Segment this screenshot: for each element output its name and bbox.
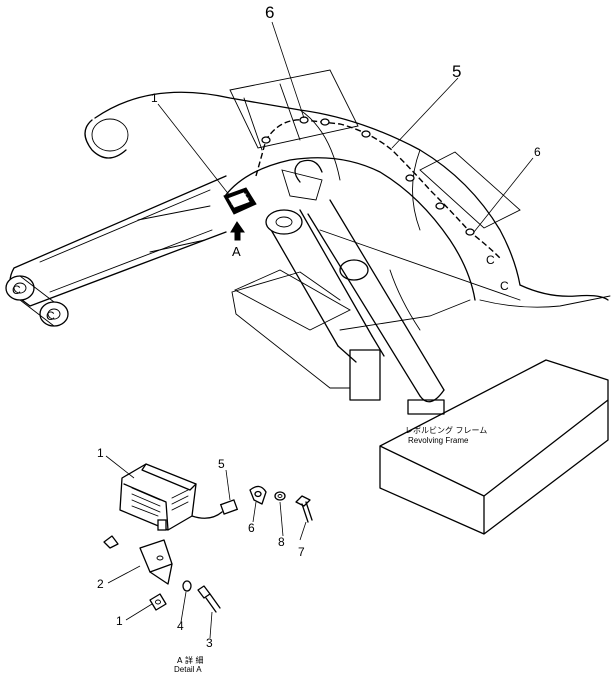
callout-8-detail: 8 — [278, 535, 285, 549]
callout-1-detail-top: 1 — [97, 446, 104, 460]
connector-5 — [219, 499, 239, 515]
revolving-frame-block — [379, 359, 609, 535]
boom-foot-pin — [5, 275, 69, 327]
callout-3-detail: 3 — [206, 636, 213, 650]
callout-6-top: 6 — [265, 3, 274, 22]
callout-4-detail: 4 — [177, 619, 184, 633]
bracket-2 — [103, 535, 173, 585]
clamp-6 — [249, 485, 267, 505]
boom-cylinder — [265, 159, 385, 363]
callout-2-detail: 2 — [97, 577, 104, 591]
nut-1 — [149, 593, 167, 611]
washer-8 — [274, 491, 286, 501]
bracket-lines — [229, 69, 359, 151]
lamp-cable — [191, 511, 223, 519]
detail-a — [103, 455, 313, 639]
svg-text:C: C — [500, 279, 509, 293]
second-cylinder — [307, 199, 445, 403]
c-markers: C C C C — [12, 253, 509, 323]
deck-lines — [231, 229, 611, 389]
revolving-frame-label-jp: レボルビング フレーム — [405, 425, 487, 435]
view-arrow-label: A — [232, 244, 241, 259]
washer-4 — [182, 580, 192, 592]
main-leaders — [157, 21, 534, 233]
bolt-7 — [295, 495, 313, 523]
view-arrow-a — [230, 221, 245, 241]
bolt-3 — [197, 585, 221, 613]
callout-6-detail: 6 — [248, 521, 255, 535]
callout-1-detail-bottom: 1 — [116, 614, 123, 628]
callout-6-right: 6 — [534, 145, 541, 159]
svg-text:C: C — [12, 283, 21, 297]
detail-caption-en: Detail A — [174, 665, 202, 674]
revolving-frame-label-en: Revolving Frame — [408, 436, 469, 445]
work-lamp-main — [223, 187, 257, 215]
detail-caption-jp: A 詳 細 — [177, 655, 204, 665]
callout-5-main: 5 — [452, 62, 461, 81]
boom-arm — [9, 175, 227, 307]
harness-clamps — [261, 116, 475, 236]
svg-text:C: C — [486, 253, 495, 267]
boom-assembly: C C C C — [5, 69, 611, 535]
callout-7-detail: 7 — [298, 545, 305, 559]
svg-text:C: C — [46, 309, 55, 323]
callout-1-main: 1 — [151, 91, 158, 105]
lamp-body — [119, 463, 197, 531]
callout-5-detail: 5 — [218, 457, 225, 471]
boom-body — [94, 91, 521, 301]
